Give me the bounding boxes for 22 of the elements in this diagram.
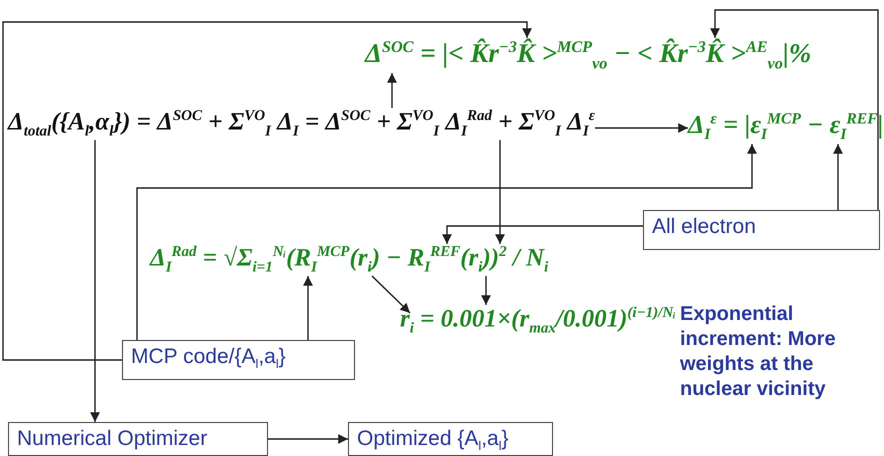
process-box: All electron (643, 210, 880, 250)
formula-text: Δ$_{I}$$^{ε}$ = |ε$_{I}$$^{MCP}$ − ε$_{I}$$^{REF}$| (688, 110, 884, 144)
arrow (90, 140, 100, 422)
arrow (268, 434, 348, 444)
note-text: Exponential increment: More weights at the nuclear vicinity (680, 302, 837, 402)
process-box: MCP code/{A$_{l}$,a$_{l}$} (122, 340, 355, 380)
arrow (136, 144, 757, 340)
arrow (2, 21, 532, 361)
arrow (387, 73, 397, 108)
arrow (833, 144, 843, 210)
process-box: Numerical Optimizer (8, 422, 268, 456)
formula-text: Δ$^{SOC}$ = |< K̂r$^{−3}$K̂ >$^{MCP}$$_{vo}$ − < K̂r$^{−3}$K̂ >$^{AE}$$_{vo}$|% (365, 38, 812, 74)
process-box: Optimized {A$_{l}$,a$_{l}$} (348, 422, 553, 456)
arrow (303, 276, 313, 340)
arrow (442, 225, 643, 244)
formula-text: Δ$_{I}$$^{Rad}$ = √Σ$_{i=1}$$^{Nᵢ}$(R$_{I}$$^{MCP}$(r$_{i}$) − R$_{I}$$^{REF}$(r$_{i}$))$^{2}$ / N$_{i}$ (150, 244, 548, 276)
formula-text: r$_{i}$ = 0.001×(r$_{max}$/0.001)$^{(i−1)/Nᵢ}$ (400, 305, 676, 338)
arrow (481, 276, 491, 305)
arrow (710, 9, 879, 210)
arrow (495, 140, 505, 244)
arrow (595, 123, 688, 133)
arrow (372, 276, 410, 314)
